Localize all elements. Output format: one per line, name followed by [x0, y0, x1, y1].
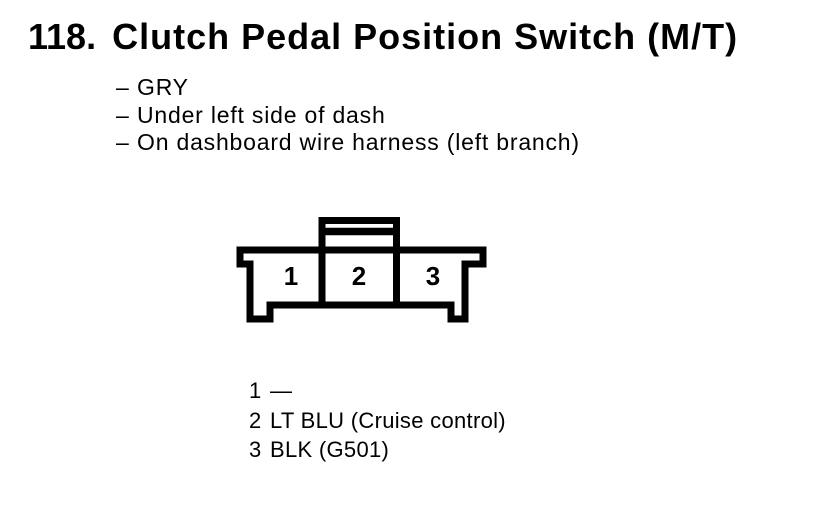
pin-legend: 1 — 2 LT BLU (Cruise control) 3 BLK (G50…	[249, 376, 506, 465]
dash-bullet: –	[116, 101, 130, 128]
legend-wire-label: LT BLU (Cruise control)	[270, 407, 506, 433]
pin-3-number: 3	[426, 261, 440, 291]
detail-item-harness: – On dashboard wire harness (left branch…	[116, 129, 580, 157]
legend-row-pin-3: 3 BLK (G501)	[249, 435, 506, 465]
legend-wire-label: BLK (G501)	[270, 437, 390, 462]
detail-item-location: – Under left side of dash	[116, 102, 580, 130]
connector-diagram: 1 2 3	[230, 212, 494, 327]
item-title: Clutch Pedal Position Switch (M/T)	[112, 16, 739, 57]
pin-2-number: 2	[352, 261, 366, 291]
legend-pin-number: 1	[249, 378, 262, 403]
detail-text: GRY	[137, 74, 189, 100]
detail-item-color: – GRY	[116, 74, 580, 102]
detail-list: – GRY – Under left side of dash – On das…	[116, 74, 580, 157]
item-number: 118.	[28, 16, 97, 57]
legend-row-pin-1: 1 —	[249, 376, 506, 406]
dash-bullet: –	[116, 129, 130, 155]
pin-1-number: 1	[284, 261, 298, 291]
legend-row-pin-2: 2 LT BLU (Cruise control)	[249, 406, 506, 436]
legend-wire-label: —	[270, 378, 293, 403]
page-title: 118. Clutch Pedal Position Switch (M/T)	[28, 19, 738, 55]
legend-pin-number: 2	[249, 407, 262, 433]
connector-svg: 1 2 3	[236, 217, 487, 323]
dash-bullet: –	[116, 74, 130, 100]
connector-body-outline	[236, 246, 487, 323]
legend-pin-number: 3	[249, 437, 262, 462]
detail-text: On dashboard wire harness (left branch)	[137, 129, 580, 155]
detail-text: Under left side of dash	[137, 101, 386, 128]
